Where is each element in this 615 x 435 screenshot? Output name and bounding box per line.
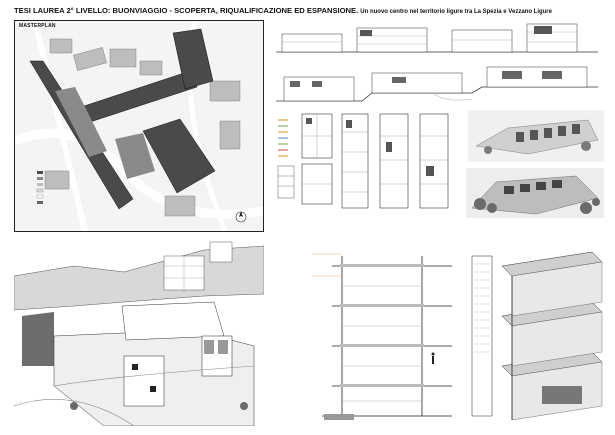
axonometric-section <box>462 236 604 426</box>
render-upper <box>468 110 604 162</box>
construction-section <box>312 236 460 426</box>
site-plan-lower <box>14 236 264 426</box>
legend-strip <box>276 114 298 204</box>
masterplan-panel: MASTERPLAN <box>14 20 264 232</box>
masterplan-drawing <box>15 21 263 231</box>
title-main: TESI LAUREA 2° LIVELLO: BUONVIAGGIO - SC… <box>14 6 359 15</box>
sections-second-row <box>272 63 602 107</box>
floor-plans-vertical <box>300 112 462 212</box>
masterplan-label: MASTERPLAN <box>19 23 56 29</box>
poster-title: TESI LAUREA 2° LIVELLO: BUONVIAGGIO - SC… <box>14 6 604 15</box>
render-lower <box>466 168 604 218</box>
title-subtitle: Un nuovo centro nel territorio ligure tr… <box>360 9 552 15</box>
sections-top-row <box>272 20 602 58</box>
